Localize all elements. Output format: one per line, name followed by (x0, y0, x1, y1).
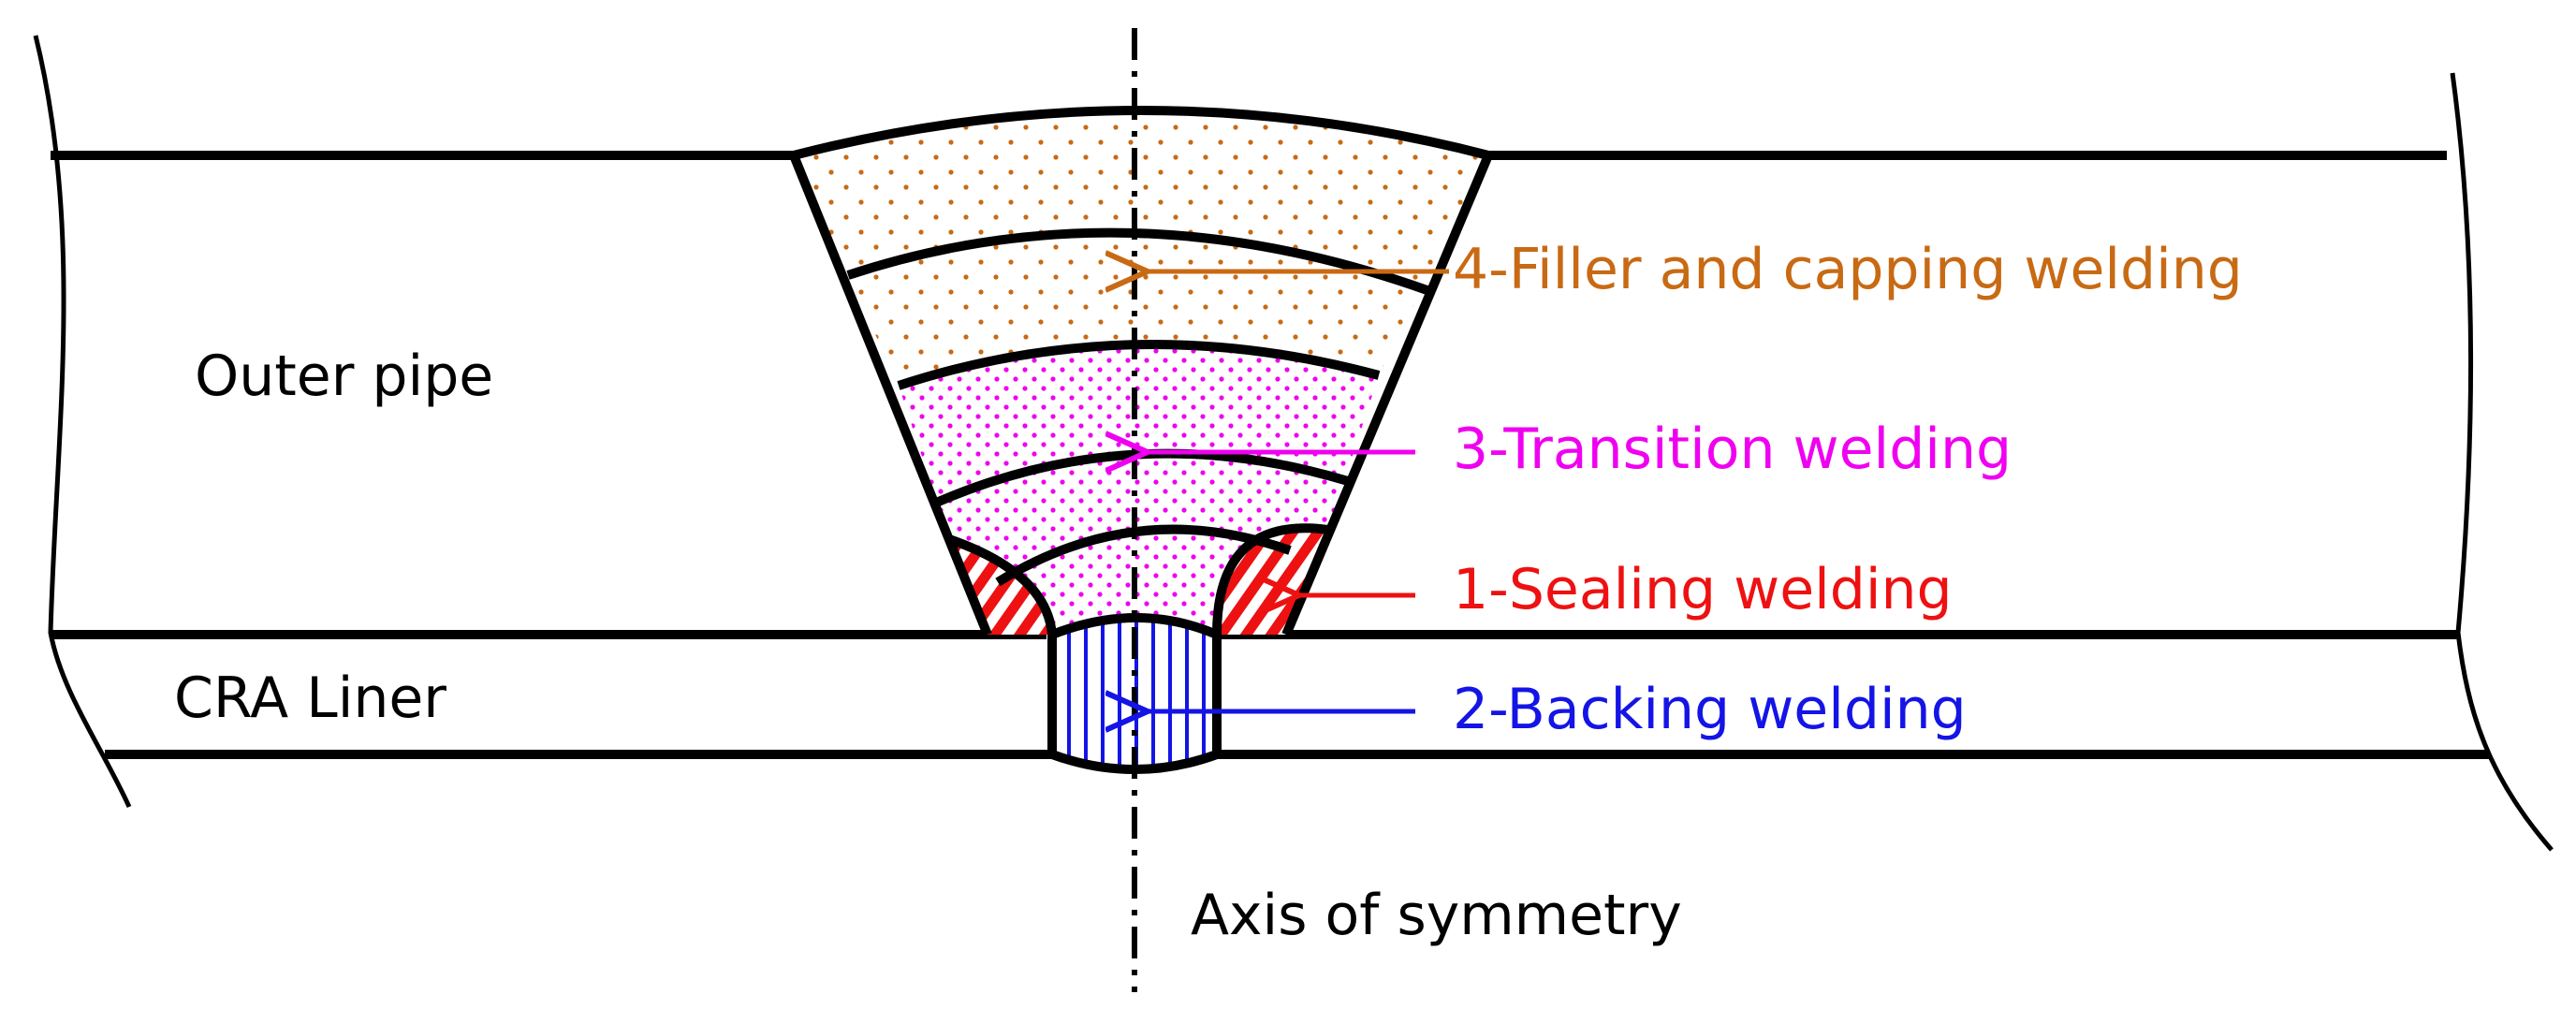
backing-label: 2-Backing welding (1453, 677, 1967, 742)
right-break-line (2450, 72, 2554, 852)
axis-of-symmetry-label: Axis of symmetry (1191, 883, 1682, 948)
sealing-boundary-right (1212, 523, 1329, 636)
groove-wall-right (1281, 154, 1493, 636)
left-break-line (33, 35, 132, 809)
cap-surface (792, 106, 1490, 160)
transition-zone (899, 344, 1379, 635)
sealing-label: 1-Sealing welding (1453, 557, 1953, 622)
filler-capping-zone (794, 110, 1488, 386)
groove-wall-left (789, 154, 992, 636)
weld-zones (794, 110, 1488, 769)
filler-capping-label: 4-Filler and capping welding (1453, 237, 2243, 302)
break-lines (33, 35, 2554, 852)
cra-liner-label: CRA Liner (174, 665, 446, 731)
outer-pipe-label: Outer pipe (195, 344, 494, 409)
pipe-walls (51, 151, 2490, 759)
sealing-weld-left (949, 539, 1052, 635)
transition-label: 3-Transition welding (1453, 417, 2012, 482)
sealing-boundary-left (947, 534, 1057, 636)
leader-arrows (1148, 271, 1449, 711)
backing-weld-outline (1047, 613, 1222, 774)
weld-outlines (789, 106, 1493, 774)
